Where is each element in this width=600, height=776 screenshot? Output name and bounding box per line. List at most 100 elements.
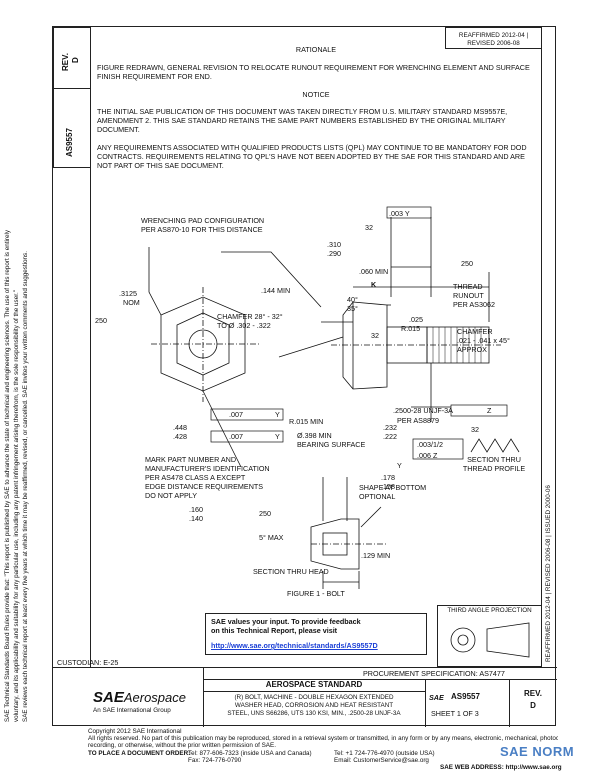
figure-caption: FIGURE 1 - BOLT (287, 589, 345, 598)
projection-title: THIRD ANGLE PROJECTION (447, 607, 532, 614)
feedback-line-1: SAE values your input. To provide feedba… (211, 617, 361, 626)
sae-norm-watermark: SAE NORM (500, 744, 575, 759)
dim-250-right: 250 (461, 259, 473, 268)
fcf-b-datum: Y (275, 432, 280, 441)
dim-222: .222 (383, 432, 397, 441)
description-line-2: WASHER HEAD, CORROSION AND HEAT RESISTAN… (234, 702, 394, 709)
dim-nom: NOM (123, 298, 140, 307)
brand-sae: SAE (93, 689, 124, 706)
bearing-surface-label: BEARING SURFACE (297, 440, 366, 449)
left-column-divider (90, 27, 91, 667)
fcf-frame-thread (450, 404, 508, 417)
bolt-head-hexagon (160, 296, 246, 392)
thread-runout-note: THREAD RUNOUT PER AS3062 (453, 282, 495, 309)
copyright-line-1: Copyright 2012 SAE International (88, 728, 182, 735)
copyright-line-3: recording, or otherwise, without the pri… (88, 742, 276, 749)
fax: Fax: 724-776-0790 (188, 757, 242, 764)
fcf-a-value: .007 (229, 410, 243, 419)
dim-160: .160 (189, 505, 203, 514)
bolt-side-head (342, 301, 388, 390)
angle-5-max: 5° MAX (259, 533, 284, 542)
issue-block (445, 27, 542, 49)
sae-review-note: SAE reviews each technical report at lea… (22, 251, 29, 722)
dim-448: .448 (173, 423, 187, 432)
brand-subtitle: An SAE International Group (93, 707, 171, 714)
email: Email: CustomerService@sae.org (334, 757, 429, 764)
dim-144-min: .144 MIN (261, 286, 291, 295)
rev-value-left: D (71, 57, 80, 63)
doc-number-left: AS9557 (65, 128, 74, 157)
issue-history-vertical: REAFFIRMED 2012-04 | REVISED 2006-08 | I… (545, 485, 552, 662)
sae-rules-note-1: SAE Technical Standards Board Rules prov… (4, 229, 11, 722)
notice-paragraph-1: THE INITIAL SAE PUBLICATION OF THIS DOCU… (97, 107, 508, 134)
shape-optional-note: SHAPE AT BOTTOM OPTIONAL (359, 483, 427, 501)
chamfer-end-note: CHAMFER .021 - .041 x 45° APPROX (457, 327, 510, 354)
dim-178: .178 (381, 473, 395, 482)
notice-paragraph-2: ANY REQUIREMENTS ASSOCIATED WITH QUALIFI… (97, 143, 527, 170)
fcf-006-z: .006 Z (417, 451, 438, 460)
brand-aerospace: Aerospace (123, 690, 186, 705)
description-line-3: STEEL, UNS S66286, UTS 130 KSI, MIN., .2… (227, 710, 401, 717)
custodian: CUSTODIAN: E-25 (57, 658, 119, 667)
feedback-link[interactable]: http://www.sae.org/technical/standards/A… (211, 641, 378, 650)
drawing-frame: REV. D AS9557 REAFFIRMED 2012-04 | REVIS… (52, 26, 557, 727)
title-divider-mid (203, 679, 557, 680)
rev-value: D (530, 701, 536, 710)
chamfer-head-note: CHAMFER 28° - 32° TO Ø .302 - .322 (217, 312, 283, 330)
rationale-title: RATIONALE (295, 45, 337, 54)
surface-finish-32-mid: 32 (371, 331, 379, 340)
dim-129-min: .129 MIN (361, 551, 391, 560)
fcf-frame-runout (412, 438, 464, 460)
description-line-1: (R) BOLT, MACHINE - DOUBLE HEXAGON EXTEN… (234, 694, 394, 701)
thread-profile (470, 438, 520, 453)
feedback-box: SAE values your input. To provide feedba… (205, 613, 427, 655)
projection-symbol (450, 622, 530, 658)
dim-232: .232 (383, 423, 397, 432)
dim-398-min: Ø.398 MIN (297, 431, 332, 440)
sae-aerospace-logo: SAEAerospace An SAE International Group (93, 689, 186, 715)
dim-158: .158 (381, 482, 395, 491)
number-divider (425, 679, 426, 727)
runout-tolerance: .003/1/2 (417, 440, 443, 449)
sae-small-mark: SAE (429, 693, 444, 702)
title-divider-top (53, 667, 557, 668)
procurement-spec: PROCUREMENT SPECIFICATION: AS7477 (363, 669, 505, 678)
title-divider-low (203, 691, 425, 692)
section-thread-profile-label: SECTION THRU THREAD PROFILE (462, 455, 526, 473)
fcf-frame-b (210, 430, 284, 443)
section-head-outline (310, 518, 360, 570)
rev-label: REV. (524, 689, 542, 698)
dim-140: .140 (189, 514, 203, 523)
copyright-line-2: All rights reserved. No part of this pub… (88, 735, 558, 742)
dim-060-min: .060 MIN (359, 267, 389, 276)
fcf-b-value: .007 (229, 432, 243, 441)
dim-250-left: 250 (95, 316, 107, 325)
sheet-number: SHEET 1 OF 3 (431, 709, 479, 718)
dim-r015-min: R.015 MIN (289, 417, 324, 426)
angle-35: 35° (347, 304, 358, 313)
wrenching-pad-note: WRENCHING PAD CONFIGURATION PER AS870-10… (141, 216, 265, 234)
fcf-frame-top (386, 206, 432, 219)
brand-divider (203, 667, 204, 727)
rev-label-left: REV. (61, 53, 70, 71)
surface-finish-32-top: 32 (365, 223, 373, 232)
rationale-text: FIGURE REDRAWN, GENERAL REVISION TO RELO… (97, 63, 530, 81)
projection-box (437, 605, 542, 667)
thread-spec-datum: Z (487, 406, 492, 415)
dim-025: .025 (409, 315, 423, 324)
fcf-frame-a (210, 408, 284, 421)
dim-310: .310 (327, 240, 341, 249)
standard-title: AEROSPACE STANDARD (265, 680, 363, 689)
dim-003-y-top: .003 Y (389, 209, 410, 218)
doc-number: AS9557 (451, 692, 480, 701)
order-label: TO PLACE A DOCUMENT ORDER: (88, 750, 191, 757)
angle-40: 40° (347, 295, 358, 304)
tel-inside: Tel: 877-606-7323 (inside USA and Canada… (188, 750, 312, 757)
tel-outside: Tel: +1 724-776-4970 (outside USA) (334, 750, 435, 757)
right-strip-divider (541, 27, 542, 667)
dim-290: .290 (327, 249, 341, 258)
fcf-a-datum: Y (275, 410, 280, 419)
per-as8879: PER AS8879 (397, 416, 439, 425)
thread-spec: .2500-28 UNJF-3A (393, 406, 453, 415)
dim-3125: .3125 (119, 289, 137, 298)
